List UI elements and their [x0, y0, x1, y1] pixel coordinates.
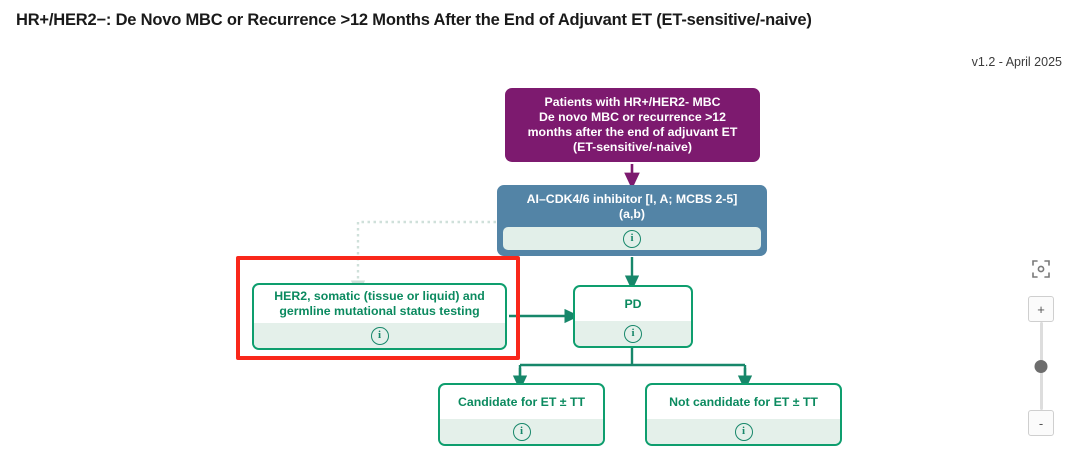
node-patients-root[interactable]: Patients with HR+/HER2- MBC De novo MBC …: [505, 88, 760, 162]
node-candidate-et-tt[interactable]: Candidate for ET ± TT i: [438, 383, 605, 446]
zoom-controls[interactable]: + -: [1024, 256, 1058, 436]
zoom-slider-handle[interactable]: [1034, 360, 1048, 373]
page-title: HR+/HER2−: De Novo MBC or Recurrence >12…: [16, 11, 812, 29]
node-patients-root-label: Patients with HR+/HER2- MBC De novo MBC …: [527, 95, 738, 154]
node-candidate-et-tt-label: Candidate for ET ± TT: [458, 394, 585, 409]
node-not-candidate-et-tt-label: Not candidate for ET ± TT: [669, 394, 818, 409]
zoom-out-button[interactable]: -: [1028, 410, 1054, 436]
node-ai-cdk46-inhibitor-label: AI–CDK4/6 inhibitor [I, A; MCBS 2-5] (a,…: [526, 191, 738, 221]
node-info-band[interactable]: i: [647, 419, 840, 444]
info-icon[interactable]: i: [734, 422, 753, 441]
info-icon[interactable]: i: [623, 229, 641, 248]
node-not-candidate-et-tt[interactable]: Not candidate for ET ± TT i: [645, 383, 842, 446]
node-info-band[interactable]: i: [440, 419, 603, 444]
zoom-slider[interactable]: [1028, 322, 1054, 410]
zoom-in-button[interactable]: +: [1028, 296, 1054, 322]
fit-to-screen-button[interactable]: [1028, 256, 1054, 282]
node-info-band[interactable]: i: [575, 321, 691, 346]
fit-to-screen-icon: [1032, 260, 1050, 278]
info-icon[interactable]: i: [370, 326, 389, 345]
edge-pd-to-outcomes: [512, 348, 753, 391]
info-icon[interactable]: i: [512, 422, 531, 441]
highlight-box-her2-testing: [236, 256, 520, 360]
info-icon[interactable]: i: [624, 324, 642, 343]
node-her2-mutational-testing-label: HER2, somatic (tissue or liquid) and ger…: [274, 289, 485, 318]
node-progressive-disease[interactable]: PD i: [573, 285, 693, 348]
node-her2-mutational-testing[interactable]: HER2, somatic (tissue or liquid) and ger…: [252, 283, 507, 350]
node-info-band[interactable]: i: [503, 227, 761, 250]
node-progressive-disease-label: PD: [624, 296, 642, 311]
version-label: v1.2 - April 2025: [971, 55, 1062, 69]
node-ai-cdk46-inhibitor[interactable]: AI–CDK4/6 inhibitor [I, A; MCBS 2-5] (a,…: [497, 185, 767, 256]
node-info-band[interactable]: i: [254, 323, 505, 348]
